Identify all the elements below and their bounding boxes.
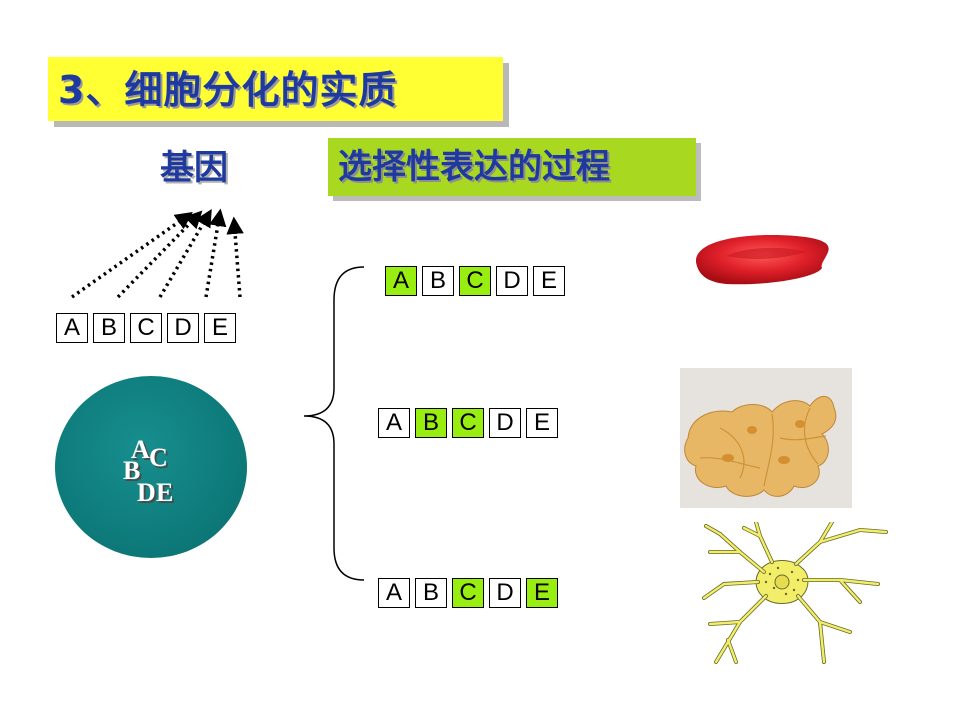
arrow-b — [116, 210, 203, 299]
gene-box-d: D — [496, 266, 528, 296]
gene-box-e: E — [533, 266, 565, 296]
curly-brace — [303, 266, 365, 581]
cell-nucleus-circle: A C B D E — [55, 376, 247, 558]
gene-box-e: E — [526, 408, 558, 438]
gene-box-a: A — [385, 266, 417, 296]
gene-box-d: D — [489, 578, 521, 608]
title-background — [48, 57, 503, 121]
nucleus-letter-a: A — [131, 435, 150, 464]
nucleus-letter-d: D — [137, 478, 156, 507]
gene-box-c: C — [452, 408, 484, 438]
nucleus-letter-e: E — [156, 478, 174, 507]
gene-box-c: C — [130, 313, 162, 343]
gene-box-b: B — [422, 266, 454, 296]
gene-box-e: E — [526, 578, 558, 608]
gene-box-c: C — [452, 578, 484, 608]
gene-box-e: E — [204, 313, 236, 343]
nucleus-letter-b: B — [123, 456, 141, 485]
gene-box-a: A — [56, 313, 88, 343]
epithelial-cells-image — [680, 368, 852, 508]
gene-box-a: A — [378, 578, 410, 608]
selective-label-background — [328, 138, 696, 196]
arrow-a — [70, 211, 193, 299]
gene-box-b: B — [415, 578, 447, 608]
red-blood-cell-image — [695, 235, 829, 285]
gene-box-d: D — [167, 313, 199, 343]
gene-box-b: B — [93, 313, 125, 343]
selective-expression-label: 选择性表达的过程 — [338, 147, 610, 187]
nucleus-letter-c: C — [149, 443, 168, 472]
gene-label: 基因 — [160, 148, 228, 188]
gene-box-b: B — [415, 408, 447, 438]
neuron-image — [702, 522, 888, 664]
gene-box-d: D — [489, 408, 521, 438]
gene-box-c: C — [459, 266, 491, 296]
arrow-d — [204, 208, 227, 298]
arrow-c — [158, 208, 212, 298]
gene-box-a: A — [378, 408, 410, 438]
arrow-e — [226, 216, 244, 298]
page-title: 3、细胞分化的实质 — [58, 68, 398, 112]
